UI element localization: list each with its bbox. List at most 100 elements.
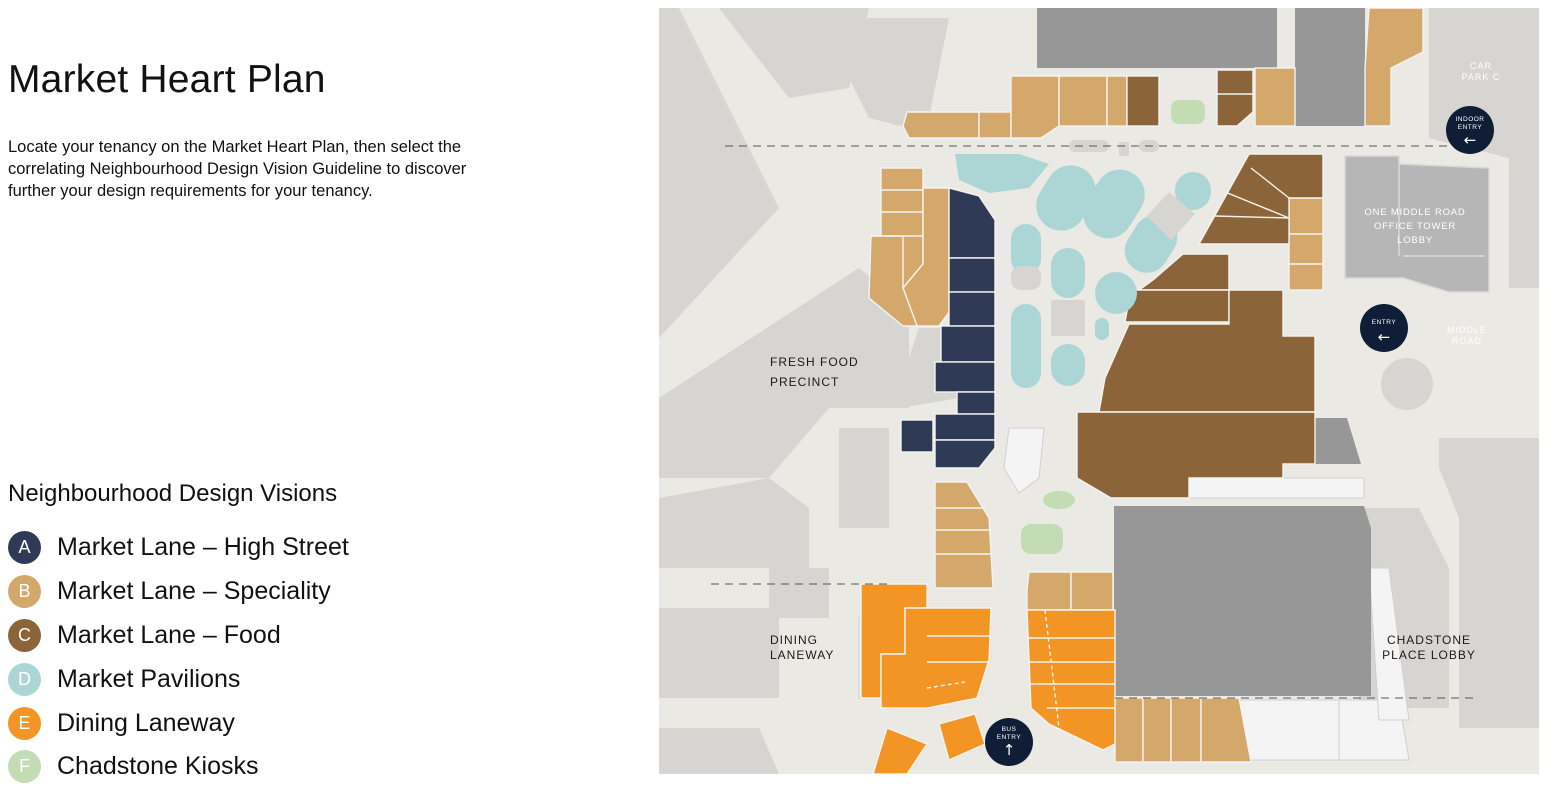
food-dividers <box>1214 93 1290 219</box>
market-heart-map[interactable]: FRESH FOOD PRECINCT DINING LANEWAY CHADS… <box>659 8 1539 774</box>
pavilion <box>1051 344 1085 386</box>
white-area <box>1368 567 1410 721</box>
food-tenancy <box>1076 411 1316 499</box>
indoor-entry-label: INDOOR <box>1456 116 1485 123</box>
legend-item-chadstone-kiosks[interactable]: F Chadstone Kiosks <box>8 745 349 789</box>
context-blocks <box>659 8 1539 774</box>
speciality-dividers <box>871 189 1323 555</box>
legend-badge-a: A <box>8 531 41 565</box>
office-tower-label: ONE MIDDLE ROAD <box>1364 207 1465 218</box>
high-street-tenancy <box>940 325 996 363</box>
arrow-left-icon: ← <box>1464 131 1477 149</box>
middle-road-label: ROAD <box>1452 336 1482 346</box>
legend-item-dining-laneway[interactable]: E Dining Laneway <box>8 701 349 745</box>
dining-tenancy <box>880 607 992 709</box>
speciality-tenancy <box>1070 571 1114 611</box>
context-block <box>839 428 889 528</box>
white-areas <box>858 427 1410 761</box>
legend-label: Market Lane – Speciality <box>57 577 331 606</box>
speciality-tenancy <box>1058 75 1108 127</box>
high-street-tenancy <box>900 419 934 453</box>
pavilion <box>1095 318 1109 340</box>
legend-badge-f: F <box>8 750 41 784</box>
dining-tenancy <box>938 713 986 761</box>
indoor-entry-label: ENTRY <box>1458 124 1483 131</box>
bus-entry-label: ENTRY <box>997 734 1022 741</box>
high-street-tenancies <box>900 187 996 469</box>
speciality-tenancy <box>1170 697 1202 763</box>
entry-badge[interactable]: ENTRY ← <box>1360 304 1408 352</box>
legend-label: Market Pavilions <box>57 664 241 693</box>
speciality-tenancy <box>1288 197 1324 291</box>
bus-entry-badge[interactable]: BUS ENTRY ↑ <box>985 718 1033 766</box>
context-block <box>769 568 829 618</box>
dining-laneway-label: DINING <box>770 633 818 647</box>
pavilion-service-block <box>1147 192 1195 240</box>
speciality-tenancy <box>902 111 980 139</box>
context-block <box>659 268 909 478</box>
legend-item-market-pavilions[interactable]: D Market Pavilions <box>8 657 349 701</box>
legend-label: Dining Laneway <box>57 708 235 737</box>
office-tower <box>1344 155 1490 293</box>
legend-title: Neighbourhood Design Visions <box>8 480 338 507</box>
pavilion <box>1175 172 1211 210</box>
speciality-tenancy <box>1254 67 1296 127</box>
white-area <box>1188 477 1365 499</box>
high-street-tenancy <box>934 413 996 441</box>
high-street-tenancy <box>948 257 996 293</box>
map-svg: FRESH FOOD PRECINCT DINING LANEWAY CHADS… <box>659 8 1539 774</box>
grey-building-north <box>1037 8 1277 68</box>
legend-label: Market Lane – High Street <box>57 533 349 562</box>
legend-label: Chadstone Kiosks <box>57 752 259 781</box>
pavilions <box>955 154 1211 388</box>
food-tenancies <box>1076 69 1324 499</box>
dining-tenancy <box>872 727 929 774</box>
bus-entry-circle <box>985 718 1033 766</box>
legend-badge-e: E <box>8 706 41 740</box>
legend-badge-b: B <box>8 575 41 609</box>
white-area <box>1003 427 1045 494</box>
indoor-entry-circle <box>1446 106 1494 154</box>
chadstone-lobby-label: CHADSTONE <box>1387 633 1471 647</box>
pavilion-service <box>1011 140 1195 336</box>
middle-road-label: MIDDLE <box>1447 325 1487 335</box>
entry-label: ENTRY <box>1372 319 1397 326</box>
context-block <box>1439 438 1539 728</box>
speciality-tenancy <box>1114 697 1144 763</box>
pavilion-service-block <box>1119 142 1129 156</box>
office-tower-label: OFFICE TOWER <box>1374 221 1456 232</box>
speciality-tenancy <box>1010 75 1060 139</box>
legend-item-market-lane-food[interactable]: C Market Lane – Food <box>8 614 349 658</box>
intro-text: Locate your tenancy on the Market Heart … <box>8 138 467 200</box>
speciality-tenancy <box>1364 8 1424 127</box>
fresh-food-label: FRESH FOOD <box>770 355 859 369</box>
high-street-tenancy <box>934 361 996 393</box>
pavilion <box>1083 169 1145 239</box>
kiosks <box>1021 100 1205 554</box>
pavilion <box>1036 165 1096 231</box>
kiosk <box>1043 491 1075 509</box>
food-tenancy <box>1124 289 1230 323</box>
grey-buildings <box>1037 8 1371 696</box>
speciality-tenancy <box>1106 75 1128 127</box>
indoor-entry-badge[interactable]: INDOOR ENTRY ← <box>1446 106 1494 154</box>
high-street-tenancy <box>956 391 996 415</box>
legend-item-market-lane-high-street[interactable]: A Market Lane – High Street <box>8 526 349 570</box>
speciality-tenancy <box>1026 571 1072 611</box>
page-title: Market Heart Plan <box>8 58 326 101</box>
chadstone-lobby-label: PLACE LOBBY <box>1382 648 1476 662</box>
legend-item-market-lane-speciality[interactable]: B Market Lane – Speciality <box>8 570 349 614</box>
high-street-tenancy <box>934 439 996 469</box>
speciality-tenancy <box>1142 697 1172 763</box>
section-lines <box>711 145 1479 699</box>
roundabout <box>1381 358 1433 410</box>
grey-building-small <box>1315 418 1361 464</box>
pavilion <box>1095 272 1137 314</box>
car-park-label: CAR <box>1470 61 1492 71</box>
legend-badge-c: C <box>8 618 41 652</box>
context-block <box>819 18 949 128</box>
car-park-label: PARK C <box>1462 72 1501 82</box>
context-block <box>659 608 779 698</box>
food-tenancy <box>1216 69 1254 127</box>
legend-list: A Market Lane – High Street B Market Lan… <box>8 526 349 789</box>
